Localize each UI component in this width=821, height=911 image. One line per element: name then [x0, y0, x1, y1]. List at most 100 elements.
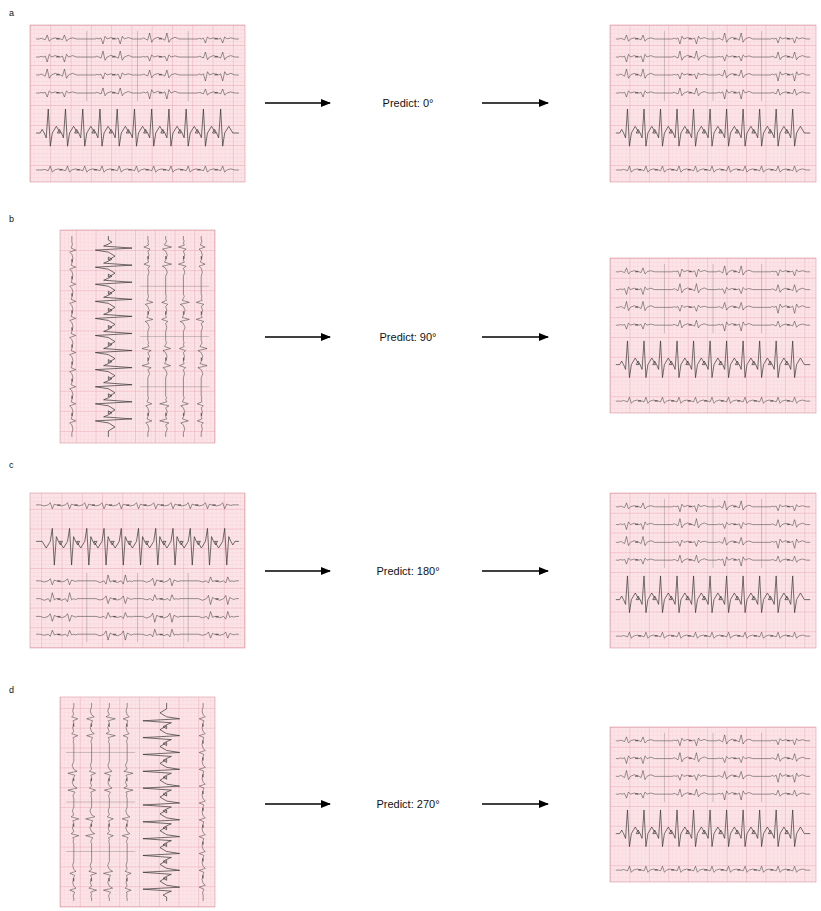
lead-separator: [713, 733, 714, 802]
ecg-panels: [30, 25, 816, 907]
ecg-trace: [160, 387, 169, 437]
ecg-trace: [762, 285, 811, 293]
ecg-trace: [762, 89, 811, 95]
prediction-label: Predict: 0°: [380, 96, 437, 111]
ecg-trace: [180, 286, 189, 336]
ecg-trace: [162, 286, 168, 336]
ecg-grid: [30, 25, 245, 182]
lead-separator: [713, 31, 714, 101]
ecg-grid: [610, 258, 816, 413]
lead-separator: [86, 31, 87, 101]
ecg-trace: [616, 54, 665, 62]
ecg-trace: [87, 36, 138, 44]
ecg-trace: [616, 810, 810, 847]
ecg-trace: [87, 596, 138, 604]
lead-separator: [761, 733, 762, 802]
ecg-trace: [138, 595, 189, 601]
ecg-trace: [36, 528, 239, 565]
ecg-trace: [103, 852, 112, 902]
lead-separator: [713, 499, 714, 568]
ecg-trace: [616, 268, 665, 274]
arrow: [265, 803, 330, 804]
ecg-trace: [616, 792, 665, 798]
ecg-image: [610, 727, 816, 882]
ecg-trace: [762, 520, 811, 528]
ecg-trace: [138, 70, 189, 78]
ecg-trace: [616, 522, 665, 530]
ecg-image: [610, 25, 816, 182]
ecg-trace: [762, 505, 811, 511]
ecg-trace: [188, 611, 239, 619]
ecg-trace: [86, 802, 95, 852]
ecg-trace: [196, 286, 204, 336]
ecg-trace: [197, 387, 203, 437]
ecg-trace: [616, 35, 665, 41]
ecg-trace: [713, 302, 762, 310]
ecg-trace: [36, 630, 87, 636]
ecg-trace: [762, 321, 811, 327]
ecg-trace: [36, 579, 87, 585]
ecg-trace: [664, 269, 713, 277]
ecg-trace: [188, 632, 239, 638]
ecg-trace: [713, 266, 762, 275]
ecg-grid: [610, 25, 816, 182]
ecg-trace: [87, 703, 95, 753]
ecg-trace: [616, 166, 810, 172]
ecg-trace: [616, 397, 810, 403]
ecg-trace: [713, 791, 762, 800]
ecg-trace: [36, 35, 87, 41]
ecg-trace: [616, 737, 665, 743]
lead-separator: [188, 31, 189, 101]
ecg-trace: [664, 774, 713, 780]
ecg-trace: [138, 629, 189, 637]
ecg-trace: [616, 770, 665, 779]
ecg-trace: [713, 537, 762, 545]
ecg-trace: [616, 632, 810, 638]
ecg-trace: [36, 503, 239, 509]
ecg-trace: [107, 802, 113, 852]
ecg-trace: [713, 55, 762, 61]
ecg-trace: [89, 852, 97, 902]
ecg-trace: [762, 739, 811, 745]
ecg-trace: [616, 341, 810, 378]
ecg-trace: [664, 36, 713, 44]
lead-separator: [66, 851, 135, 852]
ecg-trace: [762, 304, 811, 313]
lead-separator: [761, 499, 762, 568]
ecg-trace: [664, 519, 713, 528]
lead-separator: [664, 264, 665, 333]
ecg-trace: [36, 593, 87, 602]
ecg-trace: [144, 236, 150, 286]
ecg-trace: [142, 337, 151, 387]
arrows: [265, 103, 548, 804]
ecg-trace: [181, 387, 189, 437]
ecg-trace: [106, 703, 115, 753]
ecg-trace: [89, 752, 95, 802]
ecg-trace: [162, 236, 171, 286]
ecg-trace: [87, 575, 138, 584]
arrow: [265, 336, 330, 337]
lead-separator: [66, 802, 135, 803]
ecg-trace: [188, 577, 239, 583]
ecg-image: [60, 230, 215, 443]
lead-separator: [140, 336, 209, 337]
ecg-trace: [188, 37, 239, 43]
ecg-trace: [762, 773, 811, 782]
ecg-trace: [664, 320, 713, 328]
ecg-trace: [123, 703, 129, 753]
ecg-trace: [36, 91, 87, 97]
arrow: [265, 570, 330, 571]
panel-letter: d: [9, 685, 14, 695]
ecg-trace: [664, 305, 713, 311]
arrow: [482, 570, 548, 571]
ecg-trace: [188, 595, 239, 604]
ecg-trace: [125, 852, 131, 902]
ecg-trace: [188, 72, 239, 81]
ecg-trace: [664, 753, 713, 762]
ecg-trace: [87, 51, 138, 60]
ecg-trace: [713, 735, 762, 744]
ecg-trace: [713, 557, 762, 566]
ecg-trace: [179, 337, 185, 387]
ecg-trace: [616, 576, 810, 613]
